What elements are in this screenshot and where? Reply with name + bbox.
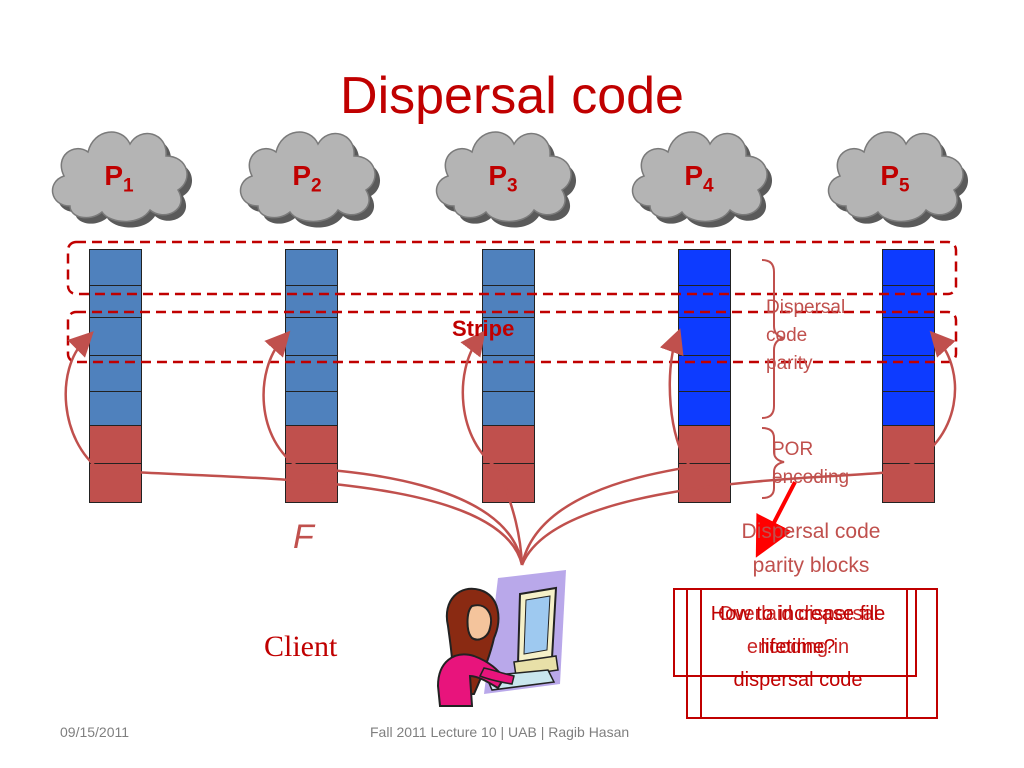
label-line: POR — [772, 439, 814, 460]
label-line: parity blocks — [752, 554, 870, 577]
por-encoding-label: POR encoding — [772, 436, 849, 492]
data-block — [90, 250, 141, 286]
parity-block — [679, 318, 730, 356]
label-line: encoding — [772, 467, 850, 488]
data-block — [286, 250, 337, 286]
brace-parity — [761, 259, 785, 419]
server-cloud-p3: P3 — [424, 118, 582, 228]
por-block — [883, 426, 934, 464]
data-block — [286, 392, 337, 426]
server-label: P3 — [488, 160, 518, 197]
client-computer-icon — [436, 570, 566, 707]
parity-block — [883, 318, 934, 356]
server-cloud-p5: P5 — [816, 118, 974, 228]
server-label: P2 — [292, 160, 322, 197]
server-label: P5 — [880, 160, 910, 197]
cloud-icon — [631, 131, 773, 228]
client-label: Client — [264, 630, 338, 663]
label-line: Dispersal code — [741, 520, 881, 543]
server-cloud-p2: P2 — [228, 118, 386, 228]
brace-por — [761, 427, 785, 499]
slide-title: Dispersal code — [340, 67, 684, 125]
server-cloud-p1: P1 — [40, 118, 198, 228]
server-cloud-p4: P4 — [620, 118, 778, 228]
popup-line: encoding in — [746, 636, 850, 658]
cloud-icon — [827, 131, 969, 228]
block-column-p3 — [482, 249, 535, 503]
stripe-label: Stripe — [452, 316, 515, 341]
popup-text: How to increase file lifetime? Overlaid … — [672, 598, 924, 697]
block-column-p2 — [285, 249, 338, 503]
parity-block — [679, 392, 730, 426]
data-block — [483, 392, 534, 426]
data-block — [286, 318, 337, 356]
popup-line: lifetime? — [760, 636, 836, 658]
data-block — [483, 250, 534, 286]
por-block — [679, 426, 730, 464]
popup-line: Overlaid dispersal — [717, 603, 879, 625]
footer-center: Fall 2011 Lecture 10 | UAB | Ragib Hasan — [370, 724, 630, 740]
data-block — [286, 286, 337, 318]
popup-line: How to increase file — [710, 603, 886, 625]
pointer-arrow — [755, 481, 797, 558]
por-block — [483, 426, 534, 464]
por-block — [90, 426, 141, 464]
footer-date: 09/15/2011 — [60, 724, 130, 740]
label-line: parity — [766, 353, 813, 374]
cloud-icon — [51, 131, 193, 228]
por-block — [679, 464, 730, 502]
popup-line: dispersal code — [733, 669, 863, 691]
parity-block — [679, 250, 730, 286]
por-block — [286, 426, 337, 464]
stripe-outline-top — [66, 240, 958, 296]
parity-block — [883, 392, 934, 426]
server-label: P4 — [684, 160, 714, 197]
cloud-icon — [435, 131, 577, 228]
data-block — [483, 318, 534, 356]
popup-box — [700, 588, 938, 719]
file-label: F — [293, 518, 314, 556]
distribution-arrows — [64, 328, 957, 566]
por-block — [883, 464, 934, 502]
dispersal-parity-label: Dispersal code parity — [766, 294, 845, 378]
data-block — [90, 318, 141, 356]
label-line: Dispersal — [766, 297, 846, 318]
cloud-icon — [239, 131, 381, 228]
parity-blocks-label: Dispersal code parity blocks — [706, 515, 916, 583]
data-block — [90, 392, 141, 426]
parity-block — [883, 250, 934, 286]
label-line: code — [766, 325, 808, 346]
server-label: P1 — [104, 160, 134, 197]
